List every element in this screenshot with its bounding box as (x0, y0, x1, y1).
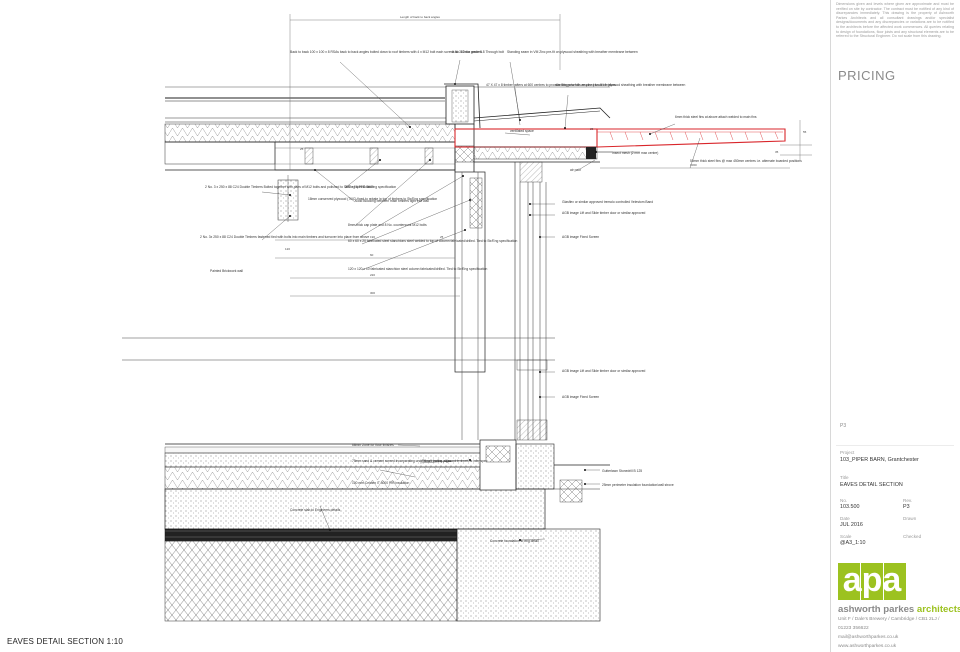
checked-label: Checked (903, 534, 922, 539)
note-brickwork: Painted Brickwork wall (210, 269, 243, 273)
note-standing-seam: Standing seam in VM Zinc pre-fit on plyw… (507, 50, 638, 54)
note-foundation: Concrete foundation to eng detail (490, 539, 539, 543)
company-name-part1: ashworth parkes (838, 604, 917, 615)
company-name-part2: architects (916, 604, 960, 615)
note-trench-heater: Trench heater adjacent to doors to infer… (422, 459, 488, 463)
scale-label: Scale (840, 534, 852, 539)
dimension-labels: Length of back to back angles 25 190 25 … (285, 15, 807, 295)
logo-text: apa (843, 563, 903, 599)
project-value: 103_PIPER BARN, Grantchester (840, 457, 919, 463)
dim-8: 120 (285, 247, 290, 251)
dim-11: 25 (590, 127, 594, 131)
title-label: Title (840, 475, 849, 480)
project-label: Project (840, 450, 855, 455)
note-standing-seam-2: standing seam in vm zinc plus fit on ply… (555, 83, 685, 87)
company-phone: 01223 356622 (838, 626, 869, 631)
note-glazing-5: AGB image Fixed Screen (562, 395, 599, 399)
note-steel-fins: 6mm thick steel fins at above attach wel… (675, 115, 757, 119)
note-bolted-angles: Back to back 100 x 100 x 8 RSAs back to … (290, 50, 482, 54)
window-head (473, 146, 640, 183)
revision-mark: P3 (840, 423, 847, 429)
drawing-status: PRICING (838, 68, 896, 83)
rev-label: Rev. (903, 498, 913, 503)
parapet-upstand (444, 83, 611, 172)
drawn-label: Drawn (903, 516, 917, 521)
note-stanchion-2: 120 x 120 x 10 fabricated stanchion stee… (348, 267, 487, 271)
note-glazing-1: Glasflex or similar approved tremolo con… (562, 200, 653, 204)
note-glazing-3: AGB image Fixed Screen (562, 235, 599, 239)
date-value: JUL 2016 (840, 522, 863, 528)
note-blocking: Solid Blocking between main timbers tigh… (355, 199, 429, 203)
note-glazing-4: AGB image Lift and Slide timber door or … (562, 369, 646, 373)
floor-buildup (164, 439, 610, 622)
note-timber-fins: 50mm thick steel fins @ max 450mm centre… (690, 159, 802, 163)
dim-2: 190 (370, 235, 375, 239)
dim-back-angle: Length of back to back angles (400, 15, 440, 19)
no-label: No. (840, 498, 848, 503)
glazing-frames (514, 162, 548, 441)
company-web[interactable]: www.ashworthparkes.co.uk (838, 644, 897, 649)
titleblock-divider (836, 445, 954, 446)
note-through-bolt: 6 No. 12 dia grade 8.8 Through bolt (452, 50, 504, 54)
dim-10: 220 (370, 273, 375, 277)
company-address: Unit F / Dale's Brewery / Cambridge / CB… (838, 617, 940, 622)
note-plywood: 18mm conserved plywood (7IIIC) fixed to … (308, 197, 437, 201)
rev-value: P3 (903, 504, 910, 510)
eaves-redline (454, 128, 786, 148)
note-cap-plate: 8mm thick cap plate and 8 No. countersun… (348, 223, 427, 227)
dim-6: 35 (775, 150, 779, 154)
sheet-caption: EAVES DETAIL SECTION 1:10 (7, 637, 123, 646)
note-insect-mesh: Insect mesh (2 mm max centre) (612, 151, 658, 155)
scale-value: @A3_1:10 (840, 540, 866, 546)
dim-1: 25 (300, 147, 304, 151)
note-glazing-2: AGB image Lift and Slide timber door or … (562, 211, 646, 215)
note-perimeter-ins: 25mm perimeter insulation foundation/wal… (602, 483, 674, 487)
note-ventilated-space: ventilated space (510, 129, 534, 133)
dim-5: 60 (370, 253, 374, 257)
note-screed: 75mm sand & cement screed incorporating … (352, 459, 451, 463)
note-air-path: air path (570, 168, 581, 172)
dimension-lines (275, 14, 812, 297)
dim-7: 300 (370, 291, 375, 295)
note-channel: Gutterlawn Stonedrill B 125 (602, 469, 642, 473)
note-double-timbers-2: 2 No. 3x 250 x 88 C24 Double Timbers fas… (200, 235, 369, 239)
note-double-timbers: 2 No. 3 x 250 x 88 C24 Double Timbers Bo… (205, 185, 374, 189)
note-slab: Concrete slab to Engineers details (290, 508, 341, 512)
note-insulation: 100 mm Celotex IT 4000 PIR insulation (352, 481, 409, 485)
apa-logo: apa (838, 563, 906, 600)
title-block (830, 0, 960, 652)
disclaimer-note: Dimensions given and levels where given … (836, 2, 954, 39)
dim-3: 25 (440, 235, 444, 239)
leader-dots (289, 83, 651, 541)
company-email[interactable]: mail@ashworthparkes.co.uk (838, 635, 899, 640)
annotation-labels: Back to back 100 x 100 x 8 RSAs back to … (200, 50, 802, 543)
note-floor-zone: 68mm Zone for floor finishes (352, 443, 394, 447)
roof-structure (164, 86, 610, 222)
date-label: Date (840, 516, 850, 521)
dim-9: 55 (803, 130, 807, 134)
company-name: ashworth parkes architects (838, 604, 960, 615)
note-stanchion-1: 60 x 60 x 20 fabricated steel stanchions… (348, 239, 518, 243)
note-pfc: 300 x 90 PFC Str/Eng specification (345, 185, 396, 189)
title-value: EAVES DETAIL SECTION (840, 482, 903, 488)
note-rafters: 47 X 47 x 8 timber rafters at 600 centre… (486, 83, 616, 87)
steel-column (454, 171, 486, 440)
dim-4: 1060 (690, 163, 697, 167)
break-lines (122, 337, 555, 361)
eaves-detail-drawing: Length of back to back angles 25 190 25 … (122, 14, 812, 622)
no-value: 103.500 (840, 504, 860, 510)
leader-lines (261, 59, 701, 541)
